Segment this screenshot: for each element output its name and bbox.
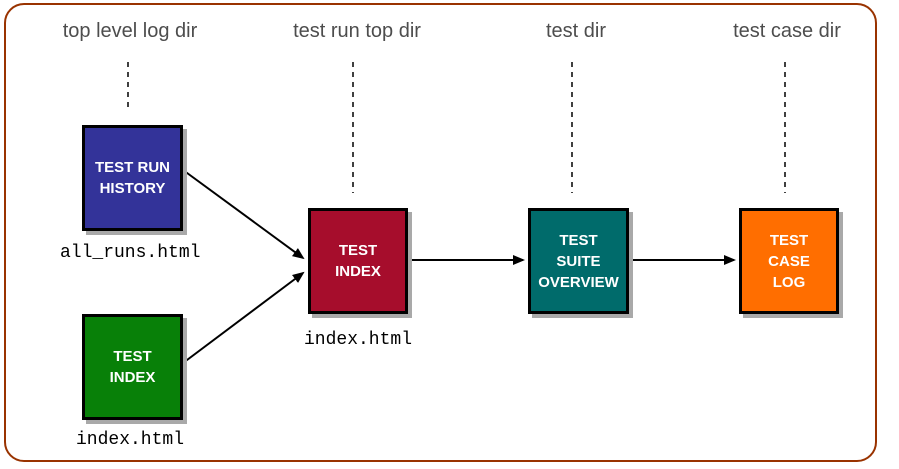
node-test-index-toplevel: TEST INDEX <box>82 314 183 420</box>
arrow-history-to-index <box>182 169 305 260</box>
node-test-index-run: TEST INDEX <box>308 208 408 314</box>
column-header-top-level-log-dir: top level log dir <box>62 20 198 42</box>
file-label-all-runs-html: all_runs.html <box>60 243 201 263</box>
file-label-index-html-toplevel: index.html <box>76 430 185 450</box>
node-test-suite-overview: TEST SUITE OVERVIEW <box>528 208 629 314</box>
column-header-test-dir: test dir <box>545 20 607 42</box>
node-test-case-log: TEST CASE LOG <box>739 208 839 314</box>
frame-border <box>4 3 877 462</box>
arrow-index-to-index <box>182 271 305 364</box>
node-test-run-history: TEST RUN HISTORY <box>82 125 183 231</box>
file-label-index-html-run: index.html <box>304 330 413 350</box>
column-header-test-run-top-dir: test run top dir <box>293 20 421 42</box>
column-header-test-case-dir: test case dir <box>733 20 841 42</box>
